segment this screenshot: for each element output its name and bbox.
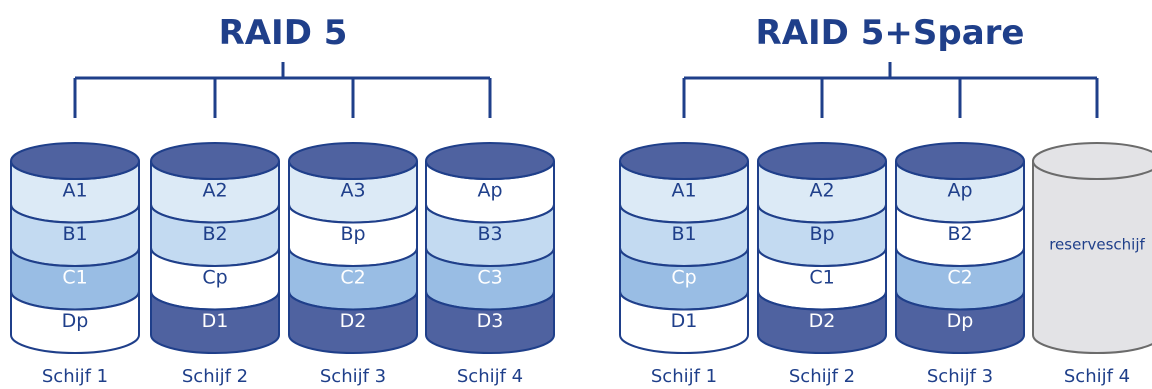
group-title: RAID 5+Spare xyxy=(756,13,1025,53)
cell-label: C2 xyxy=(947,266,972,288)
cell-label: D2 xyxy=(809,310,836,332)
disk-label: Schijf 2 xyxy=(182,366,248,387)
disk-cell-d1 xyxy=(619,291,749,354)
spare-disk-text: reserveschijf xyxy=(1049,236,1145,254)
disk-label: Schijf 2 xyxy=(789,366,855,387)
cell-label: Dp xyxy=(947,310,974,332)
cell-label: Ap xyxy=(947,179,972,201)
disk-label: Schijf 3 xyxy=(320,366,386,387)
cell-label: D1 xyxy=(202,310,229,332)
cell-label: C2 xyxy=(340,266,365,288)
disk-cell-d3 xyxy=(425,291,555,354)
cell-label: Dp xyxy=(62,310,89,332)
disk-cell-d2 xyxy=(288,291,418,354)
cell-label: D2 xyxy=(340,310,367,332)
cell-label: C3 xyxy=(477,266,502,288)
disk-cell-d1 xyxy=(150,291,280,354)
disk-top xyxy=(895,142,1025,180)
cell-label: Cp xyxy=(671,266,696,288)
cell-label: Cp xyxy=(202,266,227,288)
cell-label: A2 xyxy=(809,179,834,201)
disk-label: Schijf 1 xyxy=(651,366,717,387)
cell-label: D1 xyxy=(671,310,698,332)
cell-label: B1 xyxy=(671,223,696,245)
cell-label: B1 xyxy=(62,223,87,245)
cell-label: C1 xyxy=(62,266,87,288)
disk-label: Schijf 4 xyxy=(1064,366,1130,387)
disk-label: Schijf 3 xyxy=(927,366,993,387)
disk-cell-dp xyxy=(10,291,140,354)
cell-label: B2 xyxy=(202,223,227,245)
disk-top xyxy=(425,142,555,180)
cell-label: A1 xyxy=(62,179,87,201)
disk-top xyxy=(757,142,887,180)
group-title: RAID 5 xyxy=(219,13,348,53)
spare-disk-top xyxy=(1032,142,1152,180)
cell-label: D3 xyxy=(477,310,504,332)
disk-top xyxy=(10,142,140,180)
disk-top xyxy=(619,142,749,180)
disk-cell-dp xyxy=(895,291,1025,354)
disk-top xyxy=(288,142,418,180)
disk-top xyxy=(150,142,280,180)
disk-cell-d2 xyxy=(757,291,887,354)
cell-label: A2 xyxy=(202,179,227,201)
cell-label: C1 xyxy=(809,266,834,288)
cell-label: Bp xyxy=(340,223,365,245)
cell-label: B2 xyxy=(947,223,972,245)
spare-disk-body xyxy=(1032,160,1152,354)
disk-label: Schijf 4 xyxy=(457,366,523,387)
cell-label: Ap xyxy=(477,179,502,201)
cell-label: B3 xyxy=(477,223,502,245)
cell-label: A3 xyxy=(340,179,365,201)
cell-label: A1 xyxy=(671,179,696,201)
disk-label: Schijf 1 xyxy=(42,366,108,387)
cell-label: Bp xyxy=(809,223,834,245)
